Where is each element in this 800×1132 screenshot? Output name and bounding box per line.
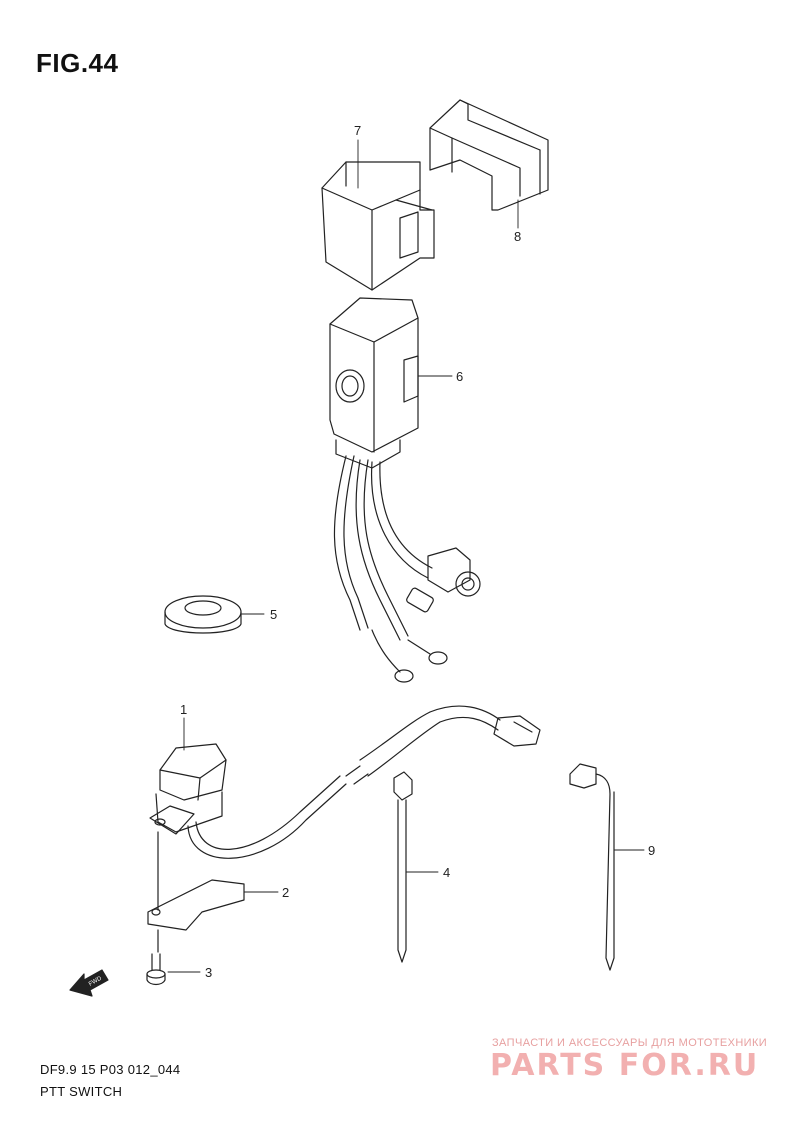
callout-4: 4 — [443, 865, 450, 880]
part-8-bracket — [429, 99, 549, 211]
part-1-harness — [187, 705, 541, 859]
callout-1: 1 — [180, 702, 187, 717]
part-6-harness — [333, 455, 481, 683]
footer-code: DF9.9 15 P03 012_044 — [40, 1062, 181, 1077]
callout-9: 9 — [648, 843, 655, 858]
part-1-switch — [149, 743, 227, 835]
part-5-grommet — [164, 595, 242, 634]
callout-3: 3 — [205, 965, 212, 980]
callout-8: 8 — [514, 229, 521, 244]
figure-title: FIG.44 — [36, 48, 119, 78]
part-9-clip — [569, 763, 615, 971]
part-6-module — [329, 297, 419, 469]
callout-6: 6 — [456, 369, 463, 384]
watermark-tagline: ЗАПЧАСТИ И АКСЕССУАРЫ ДЛЯ МОТОТЕХНИКИ — [492, 1037, 768, 1049]
part-3-screw — [146, 929, 166, 986]
callout-2: 2 — [282, 885, 289, 900]
part-7-cover — [321, 161, 435, 291]
footer-name: PTT SWITCH — [40, 1084, 123, 1099]
watermark-brand: PARTS FOR.RU — [490, 1048, 760, 1083]
fwd-arrow — [69, 969, 109, 997]
callout-7: 7 — [354, 123, 361, 138]
part-2-plate — [147, 831, 245, 931]
callout-5: 5 — [270, 607, 277, 622]
part-4-cable-tie — [393, 771, 413, 963]
